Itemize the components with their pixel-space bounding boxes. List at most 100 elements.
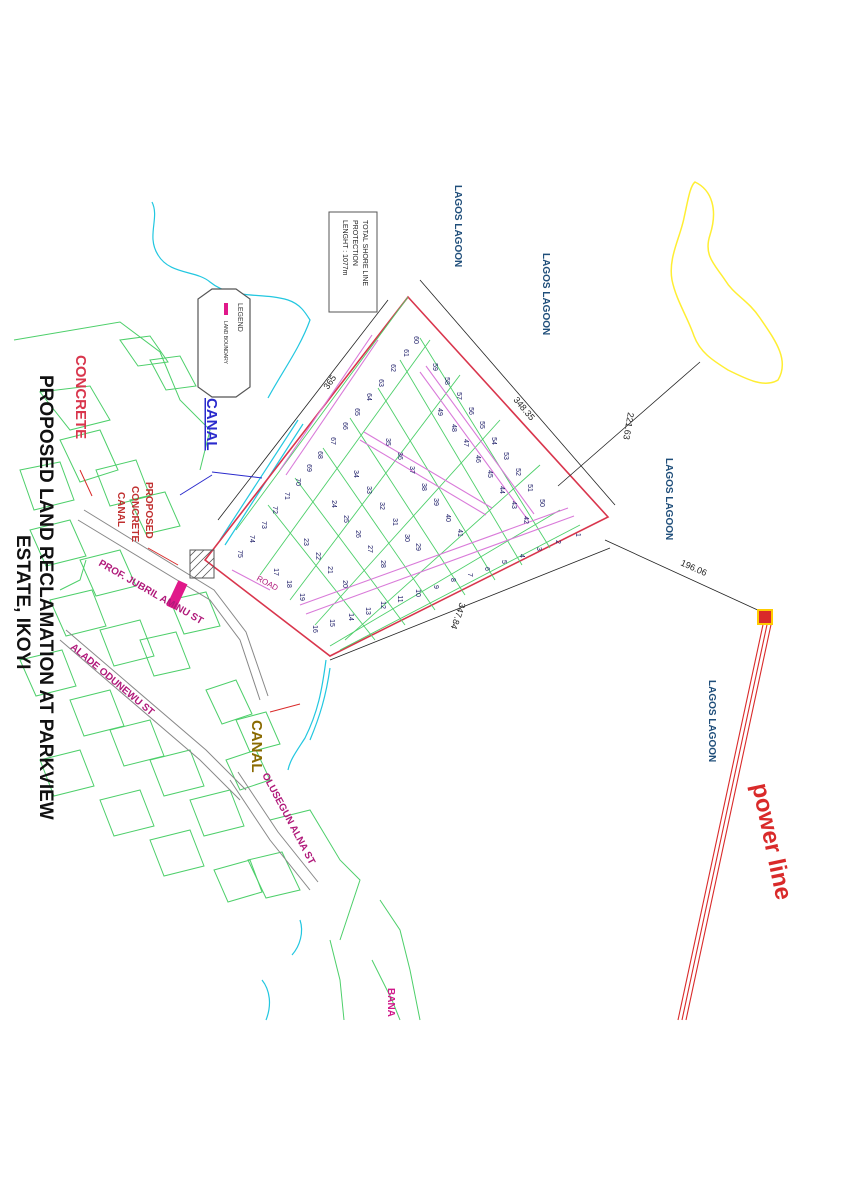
plot-numbers: 1234567891011121314151617181920212223242…: [236, 336, 581, 633]
plot-number: 43: [510, 501, 517, 509]
plot-number: 6: [483, 567, 490, 571]
plot-number: 61: [402, 349, 409, 357]
plot-number: 11: [396, 595, 403, 602]
plot-number: 26: [354, 530, 361, 538]
plot-number: 20: [341, 580, 348, 588]
lake-outline: [670, 181, 784, 384]
lagoon-label-1: LAGOS LAGOON: [452, 185, 463, 267]
plot-number: 68: [316, 451, 323, 459]
plot-number: 44: [498, 486, 505, 494]
plot-number: 62: [389, 364, 396, 372]
plot-number: 56: [467, 407, 474, 415]
plot-number: 58: [443, 377, 450, 385]
plot-number: 5: [500, 560, 507, 564]
proposed-concrete-canal-2: CONCRETE: [129, 486, 140, 542]
plot-number: 13: [364, 607, 371, 615]
plot-number: 69: [305, 464, 312, 472]
plot-number: 32: [378, 502, 385, 510]
plot-number: 70: [294, 478, 301, 486]
plot-number: 18: [285, 580, 292, 588]
dim-diag: 221.63: [621, 412, 636, 441]
plot-number: 10: [414, 589, 421, 597]
plot-number: 16: [311, 625, 318, 633]
plot-number: 34: [352, 470, 359, 478]
shore-note-line2: PROTECTION: [351, 220, 358, 266]
plot-number: 41: [456, 529, 463, 537]
plot-number: 24: [330, 500, 337, 508]
lagoon-label-3: LAGOS LAGOON: [663, 458, 674, 540]
street-jubril: PROF. JUBRIL AMINU ST: [97, 558, 205, 627]
plot-number: 7: [466, 573, 473, 577]
dim-top-edge: 348.35: [511, 395, 536, 423]
plot-number: 25: [342, 515, 349, 523]
plot-number: 49: [436, 408, 443, 416]
street-alade: ALADE ODUNEWU ST: [68, 642, 156, 718]
canal-label-top: CANAL: [203, 398, 220, 451]
shore-note-line3: LENGHT : 1077m: [341, 220, 348, 276]
proposed-concrete-canal-1: PROPOSED: [143, 482, 154, 539]
plot-number: 47: [462, 439, 469, 447]
lagoon-label-4: LAGOS LAGOON: [706, 680, 717, 762]
plot-number: 60: [412, 336, 419, 344]
site-boundary: [203, 279, 763, 661]
plot-number: 36: [396, 452, 403, 460]
plot-number: 1: [574, 533, 581, 537]
plot-number: 28: [379, 560, 386, 568]
proposed-concrete-canal-3: CANAL: [115, 492, 126, 527]
shore-note-line1: TOTAL SHORE LINE: [361, 220, 368, 286]
plot-number: 52: [514, 468, 521, 476]
urban-area: [13, 321, 421, 1021]
streets: [59, 509, 319, 891]
plot-number: 42: [522, 516, 529, 524]
plot-number: 37: [408, 466, 415, 474]
title-line1: PROPOSED LAND RECLAMATION AT PARKVIEW: [35, 375, 56, 820]
plot-number: 38: [420, 483, 427, 491]
plot-number: 66: [341, 422, 348, 430]
power-line-label: power line: [746, 781, 797, 903]
plot-number: 4: [518, 554, 525, 558]
concrete-label: CONCRETE: [72, 355, 89, 439]
internal-roads: [231, 334, 575, 615]
street-road: ROAD: [255, 574, 280, 593]
plot-number: 23: [302, 538, 309, 546]
plot-number: 15: [328, 619, 335, 627]
legend-title: LEGEND: [236, 303, 243, 332]
plot-number: 75: [236, 550, 243, 558]
legend-box: LEGEND LAND BOUNDARY: [197, 288, 251, 398]
annotation-arrows-red: [79, 469, 301, 713]
plot-number: 9: [432, 585, 439, 589]
plot-number: 12: [379, 601, 386, 609]
plot-number: 64: [365, 393, 372, 401]
plot-number: 73: [260, 521, 267, 529]
plot-number: 27: [366, 545, 373, 553]
plot-number: 17: [272, 568, 279, 576]
plot-number: 72: [271, 506, 278, 514]
plot-number: 19: [298, 593, 305, 601]
canal-label-bottom: CANAL: [248, 720, 265, 773]
plot-number: 21: [326, 566, 333, 574]
plot-number: 59: [431, 363, 438, 371]
dim-pylon: 196.06: [679, 558, 708, 578]
plot-number: 53: [502, 452, 509, 460]
plot-number: 40: [444, 514, 451, 522]
land-boundary-marker: [166, 580, 188, 610]
plot-number: 46: [474, 455, 481, 463]
plot-number: 51: [526, 484, 533, 492]
legend-item: LAND BOUNDARY: [222, 321, 228, 365]
plot-number: 55: [478, 421, 485, 429]
pylon-icon: [757, 609, 773, 625]
plot-number: 33: [365, 486, 372, 494]
plot-number: 63: [377, 379, 384, 387]
plot-number: 31: [391, 518, 398, 526]
plot-number: 29: [414, 543, 421, 551]
plot-number: 57: [455, 392, 462, 400]
plot-number: 48: [450, 424, 457, 432]
plot-number: 74: [248, 535, 255, 543]
plot-number: 71: [283, 492, 290, 500]
plot-number: 2: [554, 540, 561, 544]
plot-number: 39: [432, 498, 439, 506]
plot-number: 14: [347, 613, 354, 621]
plot-number: 8: [449, 578, 456, 582]
lagoon-label-2: LAGOS LAGOON: [540, 253, 551, 335]
